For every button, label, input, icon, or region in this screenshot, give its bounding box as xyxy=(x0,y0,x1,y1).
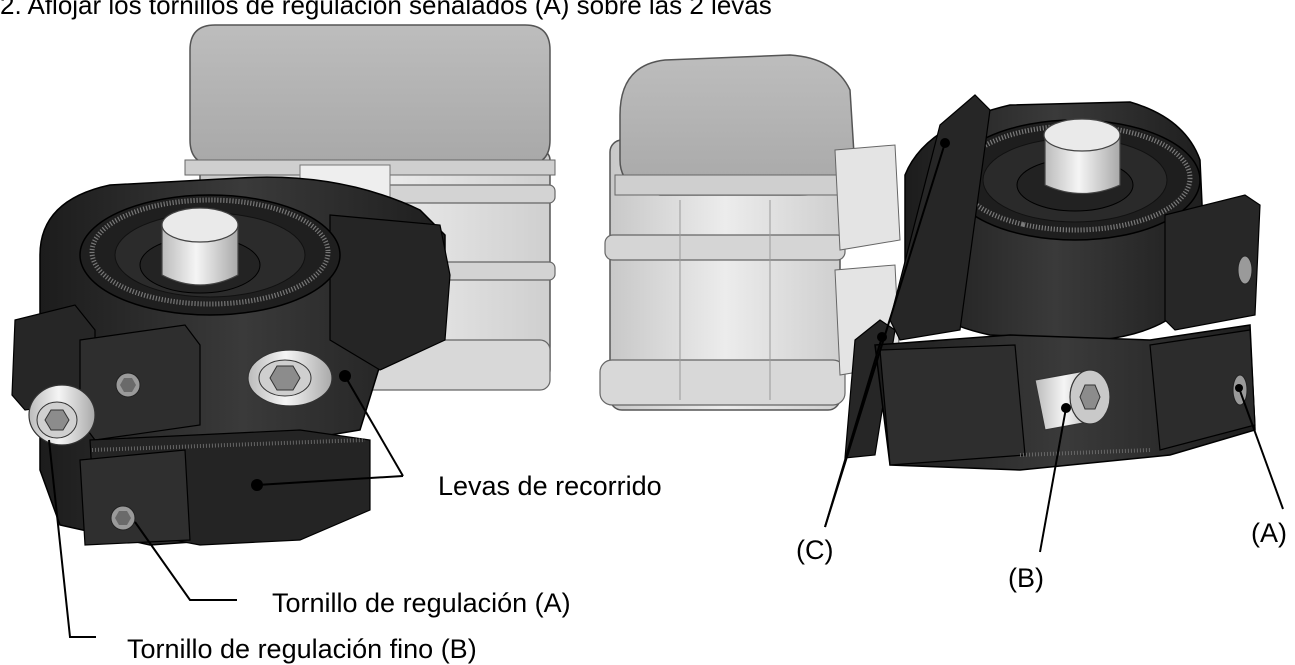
label-levas-de-recorrido: Levas de recorrido xyxy=(438,471,662,501)
center-coil-block xyxy=(599,54,901,411)
label-tornillo-regulacion-a: Tornillo de regulación (A) xyxy=(272,588,571,618)
label-c: (C) xyxy=(796,535,834,565)
right-assembly xyxy=(824,94,1284,553)
left-leader-lines xyxy=(48,375,404,638)
right-leader-lines xyxy=(824,142,1284,553)
left-assembly xyxy=(11,24,556,638)
left-dark-body xyxy=(11,176,451,546)
instruction-caption: 2. Aflojar los tornillos de regulación s… xyxy=(0,0,772,20)
label-b: (B) xyxy=(1008,563,1044,593)
left-sleeve-screw-lower xyxy=(28,384,96,446)
right-sleeve-screw xyxy=(1034,369,1111,431)
label-a: (A) xyxy=(1251,518,1287,548)
label-tornillo-regulacion-fino-b: Tornillo de regulación fino (B) xyxy=(127,634,477,664)
left-sleeve-screw-upper xyxy=(247,349,333,407)
